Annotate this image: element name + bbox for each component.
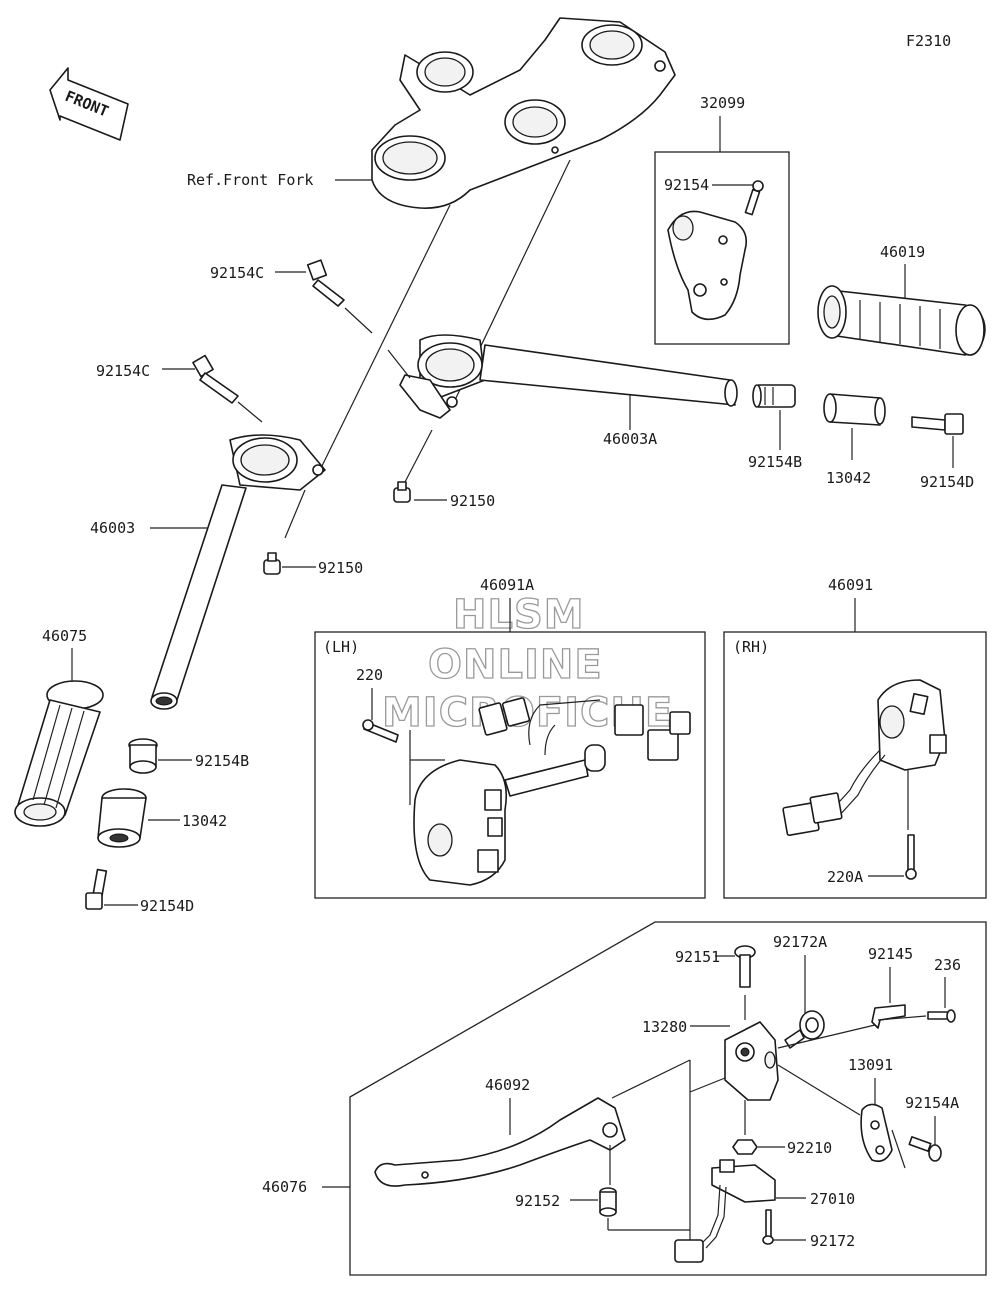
screw-236 — [927, 1009, 956, 1023]
label-220A: 220A — [827, 868, 863, 886]
lh-switch-box — [314, 631, 706, 899]
bolt-92154C-a — [306, 259, 345, 307]
pivot-bolt-92151 — [734, 945, 756, 988]
label-92154D-l: 92154D — [140, 897, 194, 915]
watermark-line-1: HLSM — [453, 592, 585, 638]
label-92152: 92152 — [515, 1192, 560, 1210]
throttle-housing — [667, 180, 764, 321]
label-220: 220 — [356, 666, 383, 684]
right-grip — [817, 285, 986, 356]
label-46019: 46019 — [880, 243, 925, 261]
label-46003: 46003 — [90, 519, 135, 537]
label-27010: 27010 — [810, 1190, 855, 1208]
label-46075: 46075 — [42, 627, 87, 645]
label-13091: 13091 — [848, 1056, 893, 1074]
bolt-92154C-b — [192, 354, 239, 404]
bolt-92150-b — [263, 552, 281, 575]
bar-end-weight-left — [97, 788, 147, 848]
upper-triple-clamp — [371, 17, 676, 209]
label-46092: 46092 — [485, 1076, 530, 1094]
label-46076: 46076 — [262, 1178, 307, 1196]
bar-end-weight-right — [823, 393, 886, 426]
rh-switch-assembly — [782, 679, 947, 880]
left-grip — [14, 680, 104, 827]
watermark-line-2: ONLINE — [428, 642, 603, 688]
label-236: 236 — [934, 956, 961, 974]
front-arrow-icon: FRONT — [49, 67, 129, 141]
rh-box-label: (RH) — [733, 638, 769, 656]
clamp-13091 — [860, 1103, 893, 1163]
lever-assembly-box — [349, 921, 987, 1276]
right-handlebar — [399, 334, 738, 419]
label-92145: 92145 — [868, 945, 913, 963]
label-92154: 92154 — [664, 176, 709, 194]
label-92172A: 92172A — [773, 933, 827, 951]
label-92154A: 92154A — [905, 1094, 959, 1112]
bolt-92154D-r — [911, 413, 964, 435]
nut-92210 — [732, 1139, 758, 1155]
bolt-92154D-l — [85, 868, 108, 910]
spring-92145 — [871, 1004, 906, 1029]
label-32099: 32099 — [700, 94, 745, 112]
label-92150-a: 92150 — [450, 492, 495, 510]
label-92154B-r: 92154B — [748, 453, 802, 471]
label-46003A: 46003A — [603, 430, 657, 448]
label-13042-l: 13042 — [182, 812, 227, 830]
label-92154C-b: 92154C — [96, 362, 150, 380]
label-92150-b: 92150 — [318, 559, 363, 577]
label-46091: 46091 — [828, 576, 873, 594]
adjuster-92172A — [784, 1010, 825, 1049]
label-92151: 92151 — [675, 948, 720, 966]
figure-code: F2310 — [906, 32, 951, 50]
bar-end-plug-right — [752, 384, 796, 408]
lever-holder-13280 — [724, 1021, 779, 1101]
rh-switch-box — [723, 631, 987, 899]
left-handlebar — [150, 434, 326, 710]
label-92210: 92210 — [787, 1139, 832, 1157]
label-92154B-l: 92154B — [195, 752, 249, 770]
screw-92172 — [762, 1209, 774, 1245]
label-92172: 92172 — [810, 1232, 855, 1250]
bar-end-plug-left — [128, 738, 158, 774]
lh-switch-assembly — [362, 697, 691, 886]
bolt-92150-a — [393, 481, 411, 503]
brake-switch-27010 — [674, 1159, 776, 1263]
label-13280: 13280 — [642, 1018, 687, 1036]
label-46091A: 46091A — [480, 576, 534, 594]
collar-92152 — [599, 1187, 617, 1217]
lh-box-label: (LH) — [323, 638, 359, 656]
ref-front-fork-label: Ref.Front Fork — [187, 171, 313, 189]
brake-lever-46092 — [374, 1097, 626, 1187]
label-92154D-r: 92154D — [920, 473, 974, 491]
bolt-92154A — [908, 1136, 942, 1162]
label-92154C-a: 92154C — [210, 264, 264, 282]
label-13042-r: 13042 — [826, 469, 871, 487]
kit-32099-box — [654, 151, 790, 345]
